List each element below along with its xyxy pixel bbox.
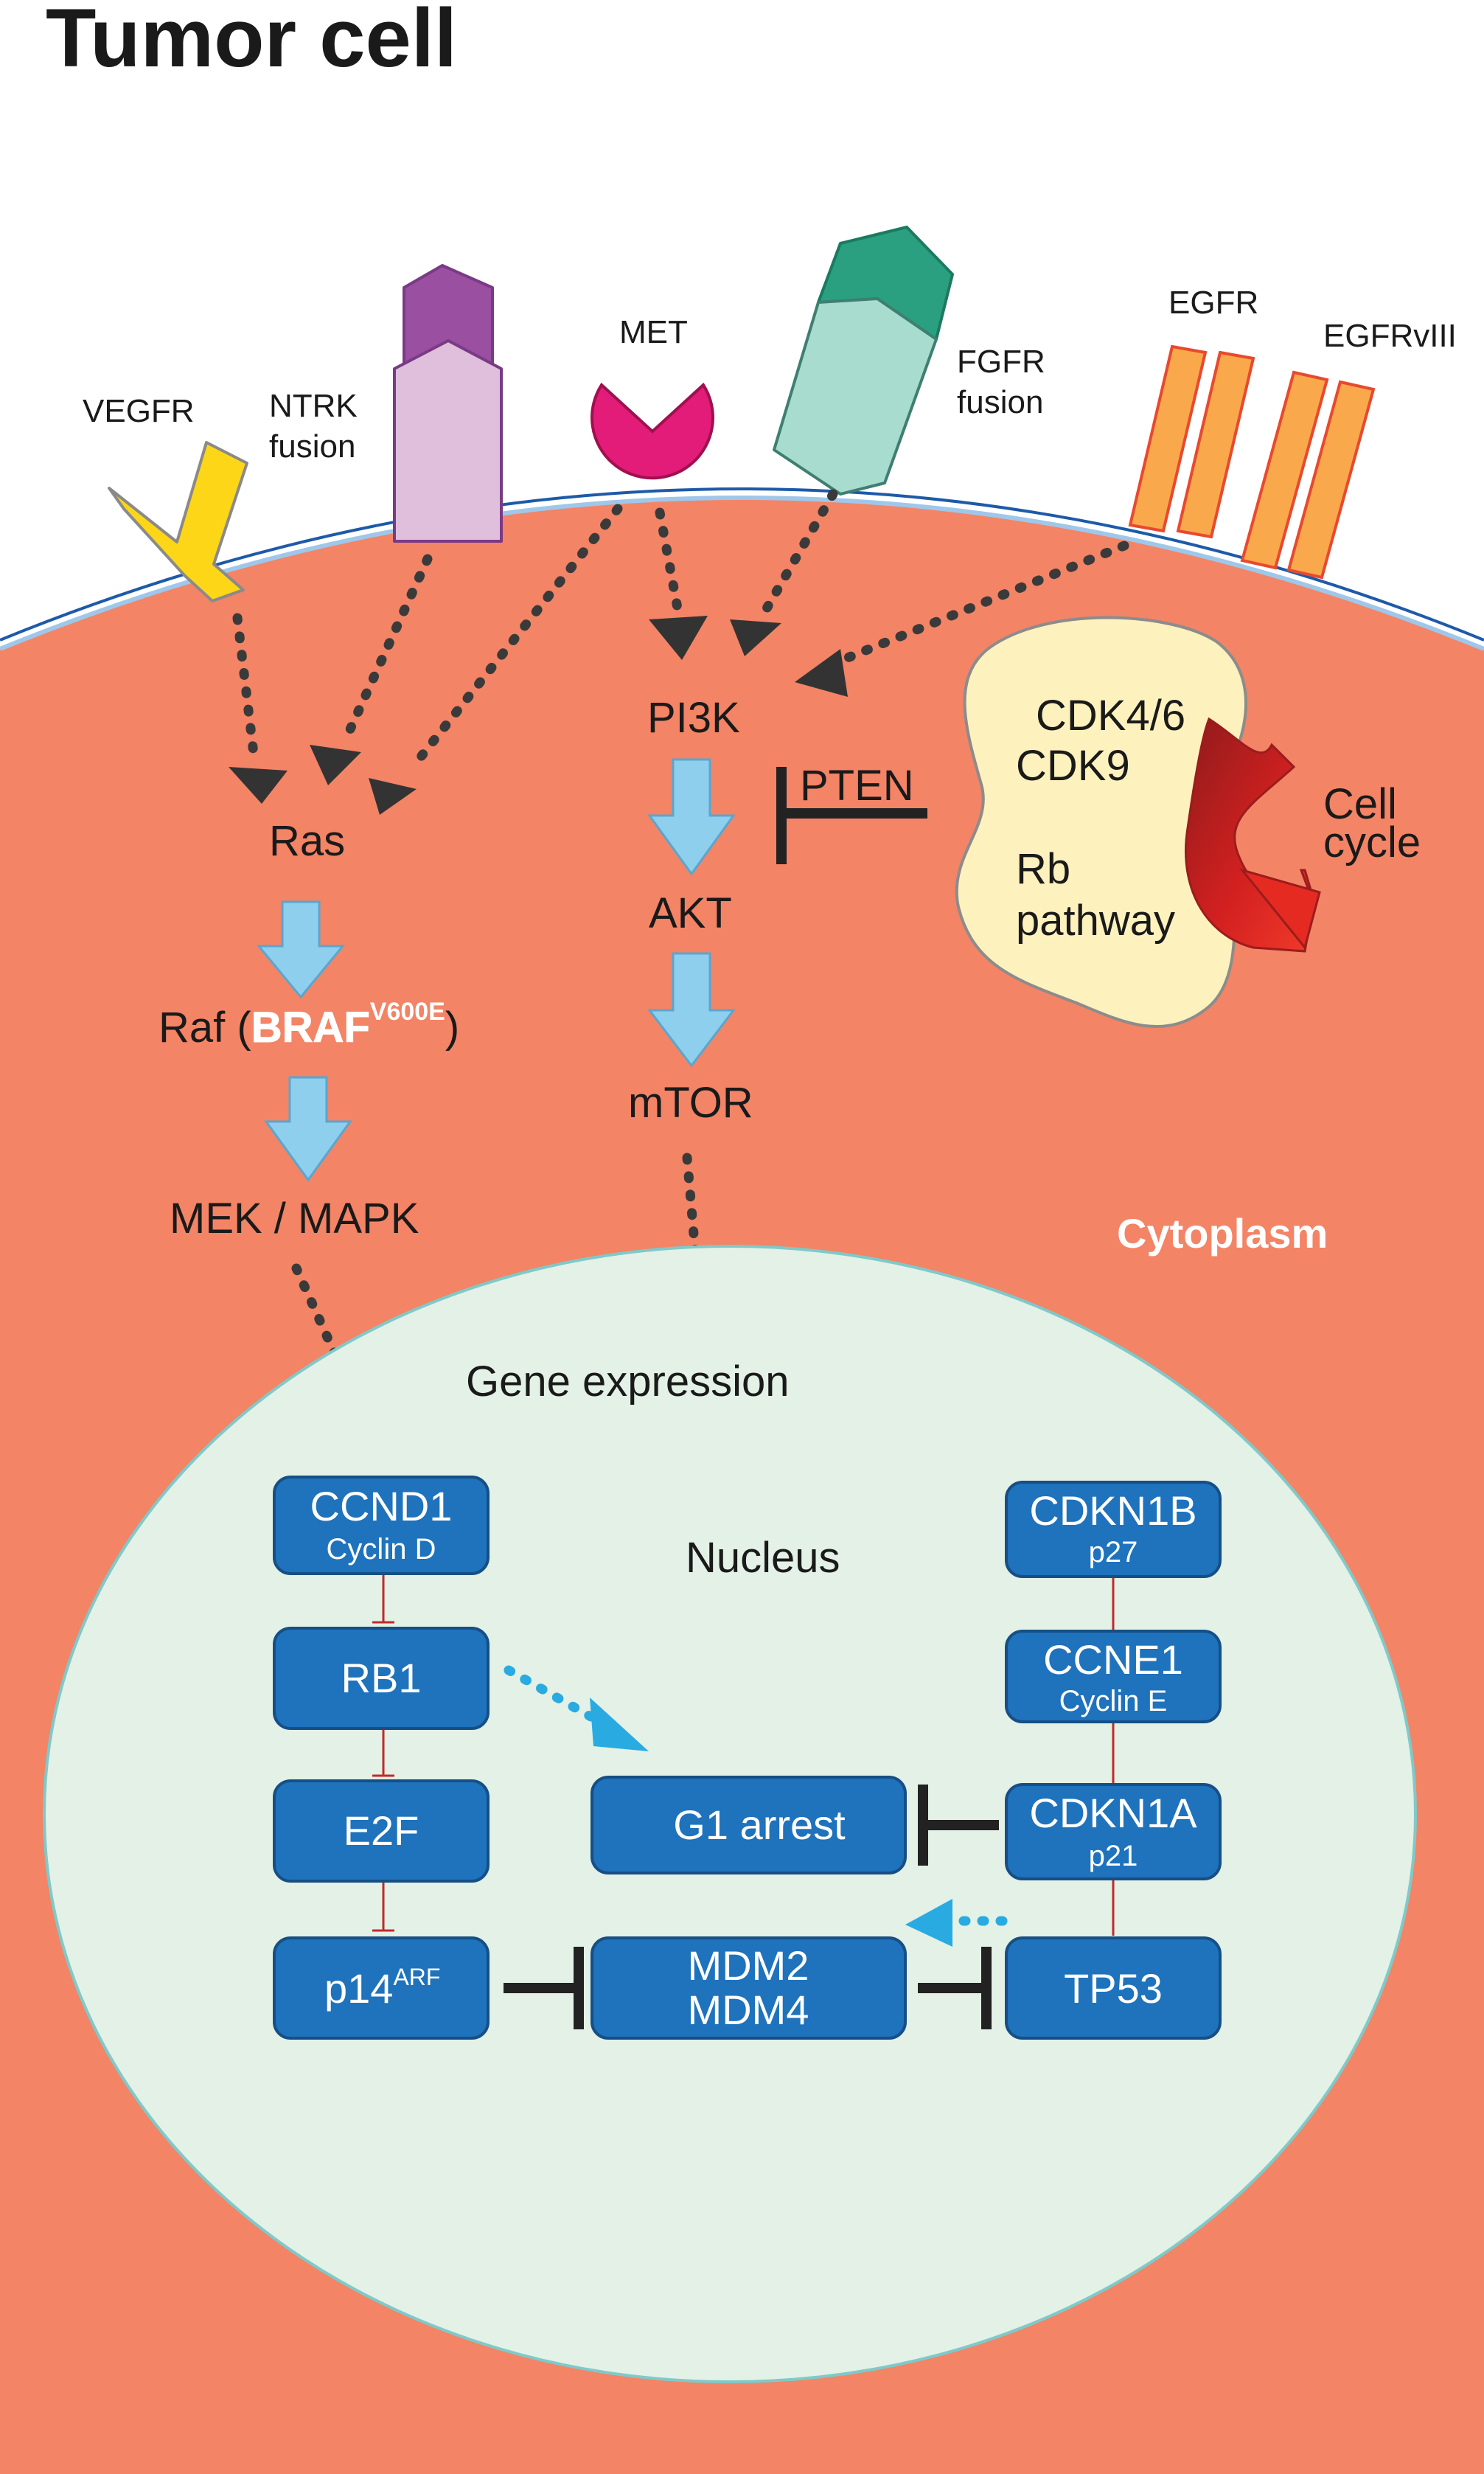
p14-superscript: ARF <box>393 1964 440 1990</box>
gene-expression-label: Gene expression <box>466 1358 789 1405</box>
page-title: Tumor cell <box>46 0 457 84</box>
braf-label: BRAF <box>251 1004 370 1052</box>
p14-name: p14 <box>324 1965 393 2012</box>
egfrviii-label: EGFRvIII <box>1323 318 1457 354</box>
cdk46-label: CDK4/6 <box>1036 692 1185 740</box>
egfr-label: EGFR <box>1168 285 1258 321</box>
egfr-receptor <box>1128 344 1255 539</box>
pten-label: PTEN <box>800 762 914 810</box>
fgfr-label-line1: FGFR <box>957 344 1045 380</box>
nucleus-label: Nucleus <box>686 1534 840 1582</box>
ccne1-label: CCNE1 <box>1043 1636 1183 1683</box>
g1-arrest-label: G1 arrest <box>673 1801 846 1848</box>
gene-box-tp53: TP53 <box>1005 1936 1222 2040</box>
dotted-arrows <box>229 489 1129 1431</box>
e2f-label: E2F <box>344 1807 419 1854</box>
gene-box-cdkn1b: CDKN1B p27 <box>1005 1481 1222 1578</box>
ntrk-label-line1: NTRK <box>269 388 358 424</box>
rb-pathway-label: pathway <box>1016 897 1175 945</box>
left-connectors <box>372 1574 394 1932</box>
cell-cycle-label-line2: cycle <box>1323 819 1421 866</box>
gene-box-rb1: RB1 <box>273 1627 490 1730</box>
raf-suffix: ) <box>445 1004 459 1052</box>
nucleus-inhibitions <box>504 1785 999 2029</box>
met-receptor <box>591 382 714 480</box>
vegfr-receptor <box>108 441 248 602</box>
gene-box-ccnd1: CCND1 Cyclin D <box>273 1476 490 1575</box>
cdkn1a-label: CDKN1A <box>1029 1790 1197 1836</box>
p14-label: p14ARF <box>324 1964 440 2012</box>
cdk9-label: CDK9 <box>1016 742 1130 790</box>
akt-label: AKT <box>649 889 732 937</box>
raf-label: Raf (BRAFV600E) <box>158 998 459 1052</box>
braf-superscript: V600E <box>370 998 445 1026</box>
gene-box-ccne1: CCNE1 Cyclin E <box>1005 1630 1222 1723</box>
cdkn1b-sub: p27 <box>1089 1536 1138 1568</box>
cdkn1a-sub: p21 <box>1089 1840 1138 1872</box>
fgfr-label-line2: fusion <box>957 384 1043 420</box>
ntrk-fusion-receptor <box>393 264 503 543</box>
cell-cycle-arrow-head <box>1239 868 1321 951</box>
mek-mapk-label: MEK / MAPK <box>170 1195 419 1243</box>
mdm4-label: MDM4 <box>688 1987 809 2033</box>
fgfr-fusion-receptor <box>773 226 954 496</box>
cell-membrane-inner <box>0 496 1484 651</box>
gene-box-g1-arrest: G1 arrest <box>591 1776 907 1874</box>
blue-dotted-arrows <box>504 1665 1008 1947</box>
cell-cycle-label-line1: Cell <box>1323 780 1397 828</box>
pi3k-label: PI3K <box>647 694 740 742</box>
cdk-rb-blob <box>955 616 1247 1029</box>
cytoplasm-label: Cytoplasm <box>1117 1210 1328 1257</box>
pten-inhibition <box>776 767 927 864</box>
vegfr-label: VEGFR <box>83 393 195 429</box>
gene-box-cdkn1a: CDKN1A p21 <box>1005 1783 1222 1880</box>
raf-prefix: Raf ( <box>158 1004 251 1052</box>
ras-label: Ras <box>269 817 345 865</box>
rb-label: Rb <box>1016 845 1070 893</box>
met-label: MET <box>619 314 688 350</box>
tp53-label: TP53 <box>1064 1965 1163 2012</box>
mdm2-label: MDM2 <box>688 1942 809 1989</box>
rb1-label: RB1 <box>341 1655 422 1701</box>
ntrk-label-line2: fusion <box>269 428 355 465</box>
ccnd1-sub: Cyclin D <box>327 1533 436 1566</box>
cdkn1b-label: CDKN1B <box>1029 1487 1196 1534</box>
block-arrows <box>256 758 736 1182</box>
gene-box-p14arf: p14ARF <box>273 1936 490 2040</box>
egfrviii-receptor <box>1240 370 1376 580</box>
gene-box-e2f: E2F <box>273 1779 490 1883</box>
gene-box-mdm2-mdm4: MDM2 MDM4 <box>591 1936 907 2040</box>
ccnd1-label: CCND1 <box>310 1483 453 1529</box>
ccne1-sub: Cyclin E <box>1059 1685 1168 1717</box>
mtor-label: mTOR <box>628 1079 753 1127</box>
